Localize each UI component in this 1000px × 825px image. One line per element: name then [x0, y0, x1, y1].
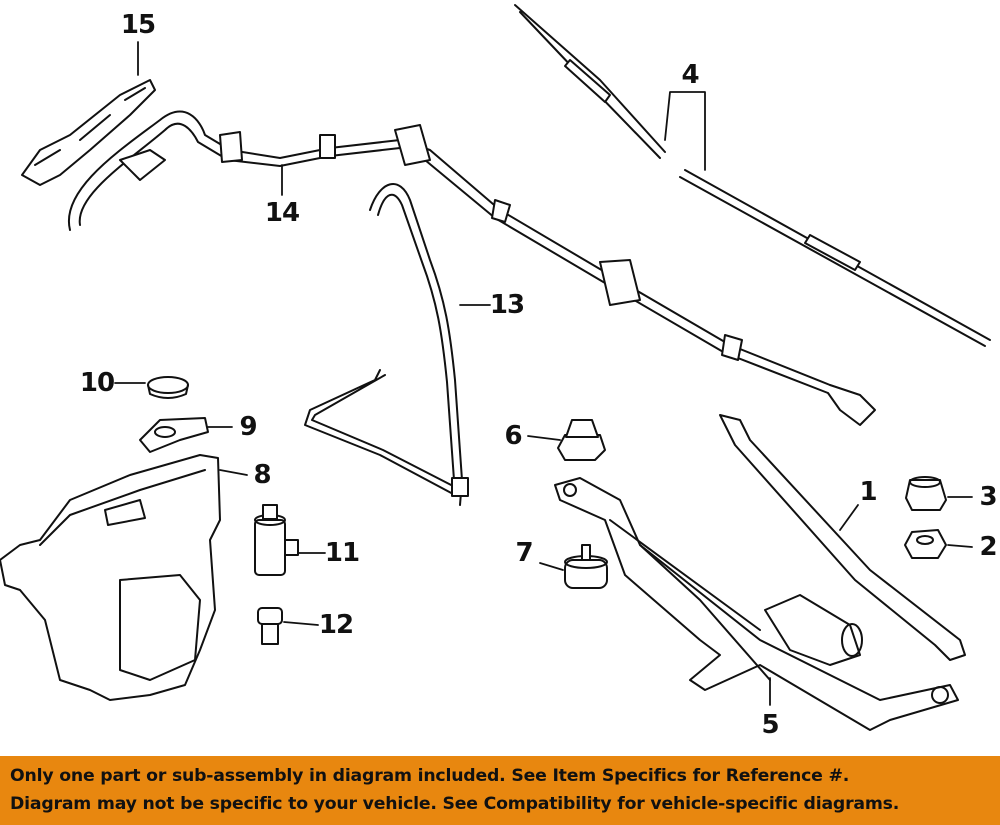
callout-7: 7	[515, 538, 533, 568]
part-15-bracket	[21, 79, 156, 186]
part-7-grommet	[564, 544, 608, 589]
callout-14: 14	[264, 198, 300, 228]
part-6-nut	[557, 419, 606, 461]
parts-diagram	[0, 4, 991, 731]
callout-8: 8	[253, 460, 271, 490]
part-3-cap	[905, 476, 947, 511]
callout-13: 13	[489, 290, 525, 320]
part-4-wiper-blades	[514, 4, 991, 347]
callout-6: 6	[504, 421, 522, 451]
part-2-nut	[904, 529, 947, 559]
callout-12: 12	[318, 610, 354, 640]
disclaimer-banner: Only one part or sub-assembly in diagram…	[0, 756, 1000, 825]
part-8-washer-reservoir	[0, 454, 221, 701]
part-9-sensor	[139, 417, 209, 453]
leader-arrows	[114, 41, 973, 706]
part-11-washer-pump	[254, 504, 299, 576]
part-12-grommet	[257, 607, 283, 645]
disclaimer-line-1: Only one part or sub-assembly in diagram…	[10, 766, 850, 786]
callout-1: 1	[859, 477, 877, 507]
callout-5: 5	[761, 710, 779, 740]
callout-9: 9	[239, 412, 257, 442]
part-1-wiper-arm	[719, 414, 966, 661]
callout-2: 2	[979, 532, 997, 562]
part-5-wiper-linkage-motor	[554, 477, 959, 731]
callout-11: 11	[324, 538, 360, 568]
callout-3: 3	[979, 482, 997, 512]
part-10-cap	[147, 376, 189, 399]
part-14-washer-hose	[67, 110, 876, 426]
callout-10: 10	[79, 368, 115, 398]
disclaimer-line-2: Diagram may not be specific to your vehi…	[10, 794, 900, 814]
callout-15: 15	[120, 10, 156, 40]
part-13-washer-hose	[304, 183, 469, 506]
callout-4: 4	[681, 60, 699, 90]
